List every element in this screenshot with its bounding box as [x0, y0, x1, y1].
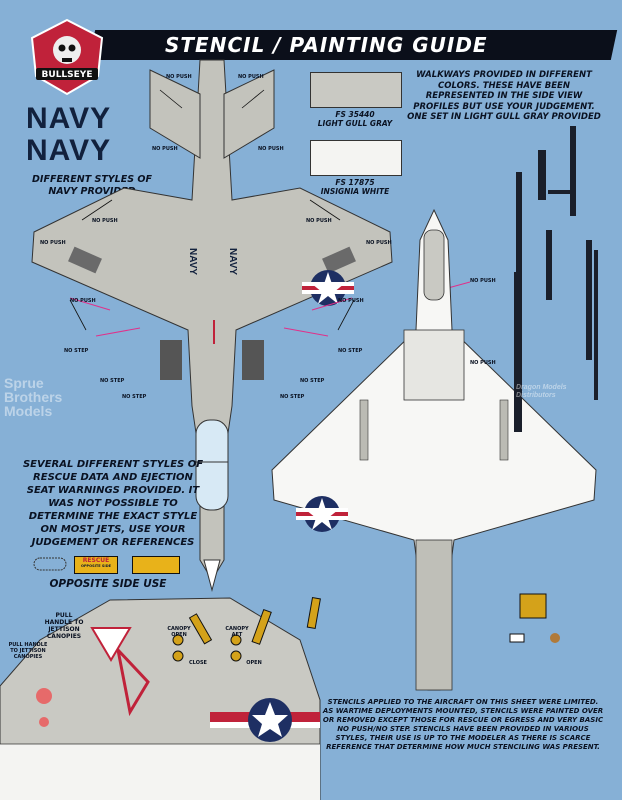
brand-text: BULLSEYE [42, 70, 93, 80]
rescue-triangle [90, 627, 132, 662]
watermark-left: Sprue Brothers Models [4, 375, 63, 419]
side-view-fuselage [0, 597, 321, 800]
swatch-code: FS 17875 [335, 178, 375, 187]
stencil-application-note: STENCILS APPLIED TO THE AIRCRAFT ON THIS… [322, 698, 604, 751]
pull-handle-label-1: PULL HANDLE TO JETTISON CANOPIES [44, 612, 84, 640]
no-step-label: NO STEP [100, 378, 125, 384]
rescue-note: SEVERAL DIFFERENT STYLES OF RESCUE DATA … [22, 459, 204, 548]
swatch-name: INSIGNIA WHITE [320, 187, 390, 196]
no-step-label: NO STEP [122, 394, 147, 400]
open-label: OPEN [246, 660, 262, 666]
no-step-label: NO STEP [300, 378, 325, 384]
swatch-code: FS 35440 [335, 110, 375, 119]
bullseye-logo: BULLSEYE [30, 18, 104, 96]
canopy-aft-label: CANOPY AFT [225, 626, 249, 638]
no-push-label: NO PUSH [92, 218, 118, 224]
navy-style-1: NAVY [26, 102, 112, 135]
canopy-open-label: CANOPY OPEN [167, 626, 191, 638]
no-push-label: NO PUSH [152, 146, 178, 152]
no-push-label: NO PUSH [470, 278, 496, 284]
no-push-label: NO PUSH [258, 146, 284, 152]
swatch-insignia-white [310, 140, 402, 176]
tail-navy-left: NAVY [187, 248, 198, 275]
swatch-insignia-white-label: FS 17875 INSIGNIA WHITE [296, 178, 414, 196]
canopy-handles [172, 596, 321, 662]
insignia-top [302, 270, 354, 306]
no-step-label: NO STEP [280, 394, 305, 400]
no-push-label: NO PUSH [338, 298, 364, 304]
watermark-right: Dragon Models Distributors [516, 384, 567, 399]
tail-navy-right: NAVY [227, 248, 238, 275]
walkway-strips [514, 126, 598, 432]
no-push-label: NO PUSH [470, 360, 496, 366]
page-title: STENCIL / PAINTING GUIDE [165, 33, 488, 57]
navy-styles-caption: DIFFERENT STYLES OF NAVY PROVIDED [32, 174, 152, 197]
bottom-placards [33, 557, 560, 643]
insignia-bottom [296, 496, 348, 532]
rescue-sub-text: OPPOSITE SIDE [80, 564, 112, 568]
rescue-text: RESCUE [82, 557, 110, 564]
walkways-note: WALKWAYS PROVIDED IN DIFFERENT COLORS. T… [407, 70, 601, 122]
no-push-label: NO PUSH [40, 240, 66, 246]
pull-handle-label-2: PULL HANDLE TO JETTISON CANOPIES [8, 642, 48, 660]
no-push-label: NO PUSH [306, 218, 332, 224]
bottom-view-aircraft [271, 208, 597, 691]
ejection-warning-placard [132, 556, 180, 574]
swatch-gull-gray [310, 72, 402, 108]
no-push-label: NO PUSH [238, 74, 264, 80]
opposite-side-use: OPPOSITE SIDE USE [49, 578, 167, 590]
stencil-leaders [69, 281, 471, 337]
no-push-label: NO PUSH [366, 240, 392, 246]
swatch-gull-gray-label: FS 35440 LIGHT GULL GRAY [296, 110, 414, 128]
rescue-placard: RESCUE OPPOSITE SIDE [74, 556, 118, 574]
no-push-label: NO PUSH [70, 298, 96, 304]
swatch-name: LIGHT GULL GRAY [317, 119, 393, 128]
no-step-label: NO STEP [338, 348, 363, 354]
no-step-label: NO STEP [64, 348, 89, 354]
navy-style-2: NAVY [26, 134, 112, 167]
close-label: CLOSE [189, 660, 207, 666]
no-push-label: NO PUSH [166, 74, 192, 80]
